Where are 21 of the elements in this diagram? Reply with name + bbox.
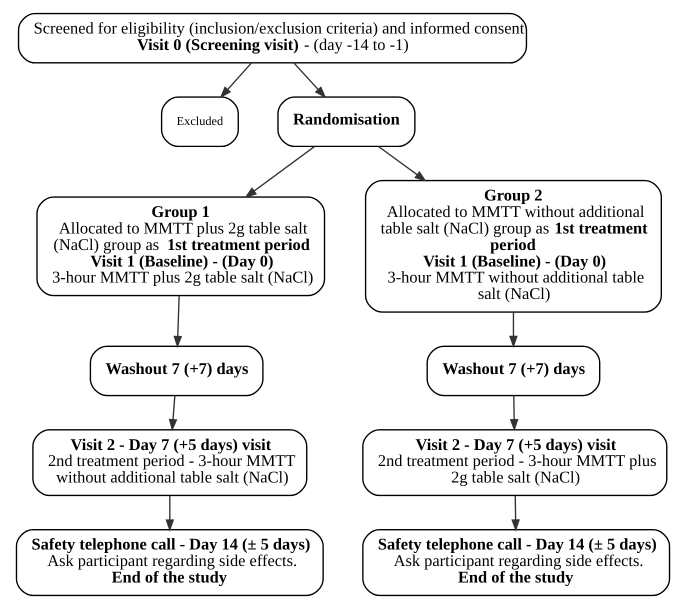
node-box: Group 1 Allocated to MMTT plus 2g table salt (NaCl) group as 1st treatment period Visit 1 (Baseline) - (Day 0) 3-hour MMTT plus 2g table salt (NaCl) xyxy=(36,196,325,296)
node-box: Visit 2 - Day 7 (+5 days) visit 2nd treatment period - 3-hour MMTT plus 2g table salt (NaCl) xyxy=(362,429,667,496)
node-box: Screened for eligibility (inclusion/exclusion criteria) and informed consent Visit 0 (Screening visit) - (day -14 to -1) xyxy=(17,12,527,64)
node-box: Randomisation xyxy=(276,96,416,148)
node-box: Visit 2 - Day 7 (+5 days) visit 2nd treatment period - 3-hour MMTT without additional table salt (NaCl) xyxy=(32,429,307,496)
node-box: Group 2 Allocated to MMTT without additional table salt (NaCl) group as 1st treatment period Visit 1 (Baseline) - (Day 0) 3-hour MMTT without additional table salt (NaCl) xyxy=(364,180,662,313)
node-box: Washout 7 (+7) days xyxy=(89,346,264,396)
node-box: Washout 7 (+7) days xyxy=(426,346,600,396)
arrow xyxy=(168,396,177,432)
arrow xyxy=(172,296,182,348)
node-box: Safety telephone call - Day 14 (± 5 days) Ask participant regarding side effects. End of the study xyxy=(362,529,670,596)
node-box: Safety telephone call - Day 14 (± 5 days) Ask participant regarding side effects. End of the study xyxy=(15,529,324,596)
node-box: Excluded xyxy=(160,96,238,148)
arrow xyxy=(508,312,518,348)
arrow xyxy=(509,396,518,432)
arrow xyxy=(244,146,314,198)
arrow xyxy=(510,496,520,532)
arrow xyxy=(165,496,174,532)
arrow xyxy=(219,62,252,98)
arrow xyxy=(378,146,426,182)
arrow xyxy=(292,62,326,98)
